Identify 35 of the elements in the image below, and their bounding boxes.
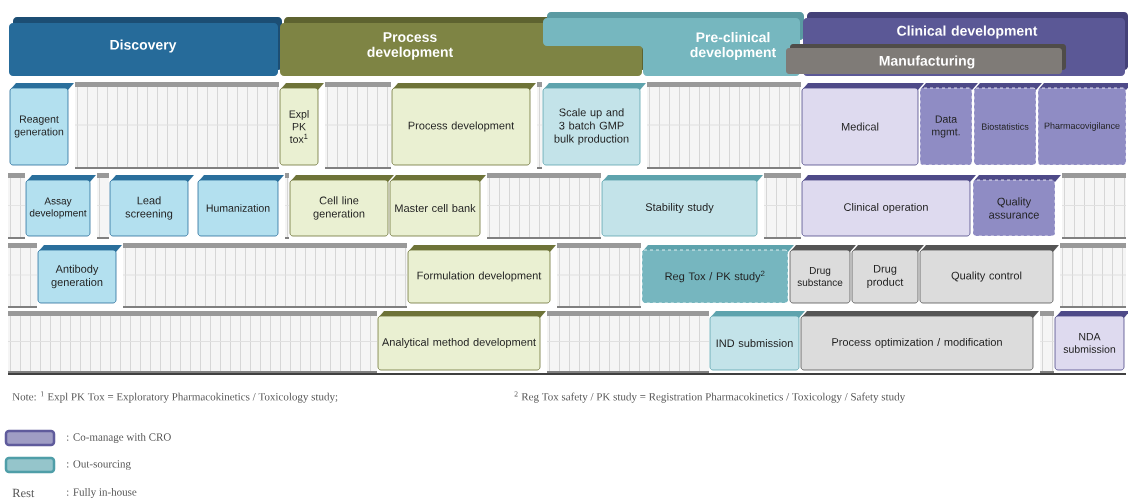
legend-sample-text: Rest	[12, 488, 35, 498]
phase-banner: Manufacturing	[786, 44, 1066, 74]
task-box: Quality control	[919, 245, 1059, 304]
footnote: $^{2}$ Reg Tox safety / PK study = Registration Pharmacokinetics / Toxicology / Safety study	[514, 391, 906, 403]
phase-banner: Pre-clinical development	[543, 12, 804, 76]
task-box: Process optimization / modification	[800, 311, 1039, 371]
phase-banner: Discovery	[9, 17, 282, 76]
task-box: Clinical operation	[801, 175, 976, 237]
task-box: Antibody generation	[37, 245, 122, 304]
task-box: Cell line generation	[289, 175, 394, 237]
task-box: Lead screening	[109, 175, 194, 237]
task-box: Master cell bank	[389, 175, 486, 237]
task-box: Expl PK tox$^{1}$	[279, 83, 324, 166]
task-box: Assay development	[25, 175, 96, 237]
legend-text: : Co-manage with CRO	[67, 433, 171, 443]
task-box: Biostatistics	[973, 83, 1042, 166]
task-box: Reg Tox / PK study$^{2}$	[641, 245, 794, 304]
task-box: NDA submission	[1054, 311, 1128, 371]
task-box: Quality assurance	[972, 175, 1061, 237]
task-box: Humanization	[197, 175, 284, 237]
task-box: Formulation development	[407, 245, 556, 304]
task-box: Reagent generation	[9, 83, 74, 166]
task-box: Drug substance	[789, 245, 856, 304]
task-box: IND submission	[709, 311, 805, 371]
task-box: Data mgmt.	[919, 83, 978, 166]
footnote: Note: $^{1}$ Expl PK Tox = Exploratory Pharmacokinetics / Toxicology study;	[12, 391, 338, 403]
task-box: Pharmacovigilance	[1037, 83, 1128, 166]
legend-text: : Out-sourcing	[67, 460, 131, 470]
task-box: Stability study	[601, 175, 763, 237]
task-box: Medical	[801, 83, 924, 166]
task-box: Scale up and 3 batch GMP bulk production	[542, 83, 646, 166]
legend-text: : Fully in-house	[67, 488, 137, 498]
task-box: Drug product	[851, 245, 924, 304]
task-box: Analytical method development	[377, 311, 546, 371]
task-box: Process development	[391, 83, 536, 166]
